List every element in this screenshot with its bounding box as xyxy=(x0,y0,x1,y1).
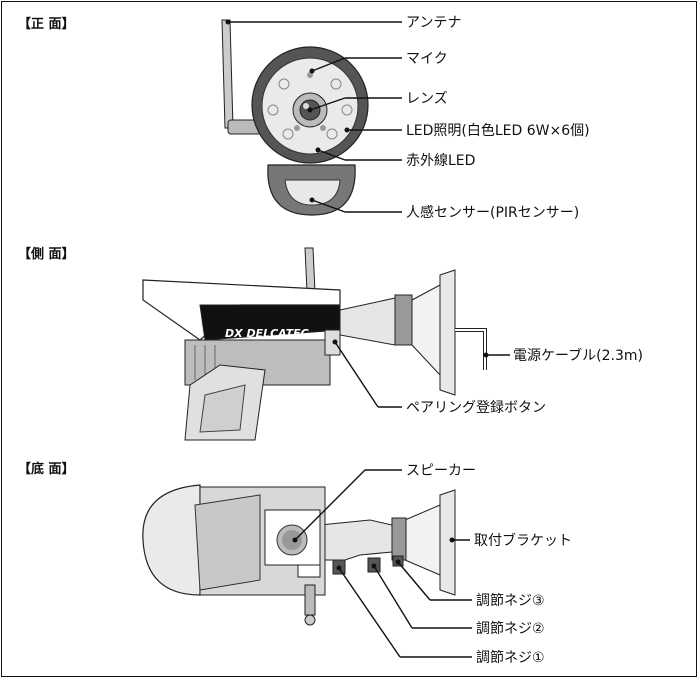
label-speaker: スピーカー xyxy=(406,463,476,479)
brand-logo-text: DX DELCATEC xyxy=(225,327,309,340)
bottom-camera-illustration xyxy=(142,484,456,626)
label-mic: マイク xyxy=(406,51,448,67)
section-side-title: 【側 面】 xyxy=(18,246,75,262)
label-led-lighting: LED照明(白色LED 6W×6個) xyxy=(406,122,590,139)
bottom-leader-lines xyxy=(292,469,472,658)
label-infrared-led: 赤外線LED xyxy=(406,153,475,169)
label-adjust-screw-1: 調節ネジ① xyxy=(476,649,545,666)
label-antenna: アンテナ xyxy=(406,15,461,31)
label-power-cable: 電源ケーブル(2.3m) xyxy=(513,347,643,364)
front-leader-lines xyxy=(225,19,402,213)
side-leader-lines xyxy=(332,339,510,408)
section-front-title: 【正 面】 xyxy=(18,16,75,32)
label-pir-sensor: 人感センサー(PIRセンサー) xyxy=(406,204,579,221)
label-mount-bracket: 取付ブラケット xyxy=(474,532,572,549)
label-adjust-screw-3: 調節ネジ③ xyxy=(476,592,545,609)
section-bottom-title: 【底 面】 xyxy=(18,461,75,477)
side-camera-illustration xyxy=(142,247,487,441)
label-lens: レンズ xyxy=(406,91,448,107)
label-pairing-button: ペアリング登録ボタン xyxy=(406,400,546,416)
label-adjust-screw-2: 調節ネジ② xyxy=(476,620,545,637)
front-camera-illustration xyxy=(221,19,369,216)
